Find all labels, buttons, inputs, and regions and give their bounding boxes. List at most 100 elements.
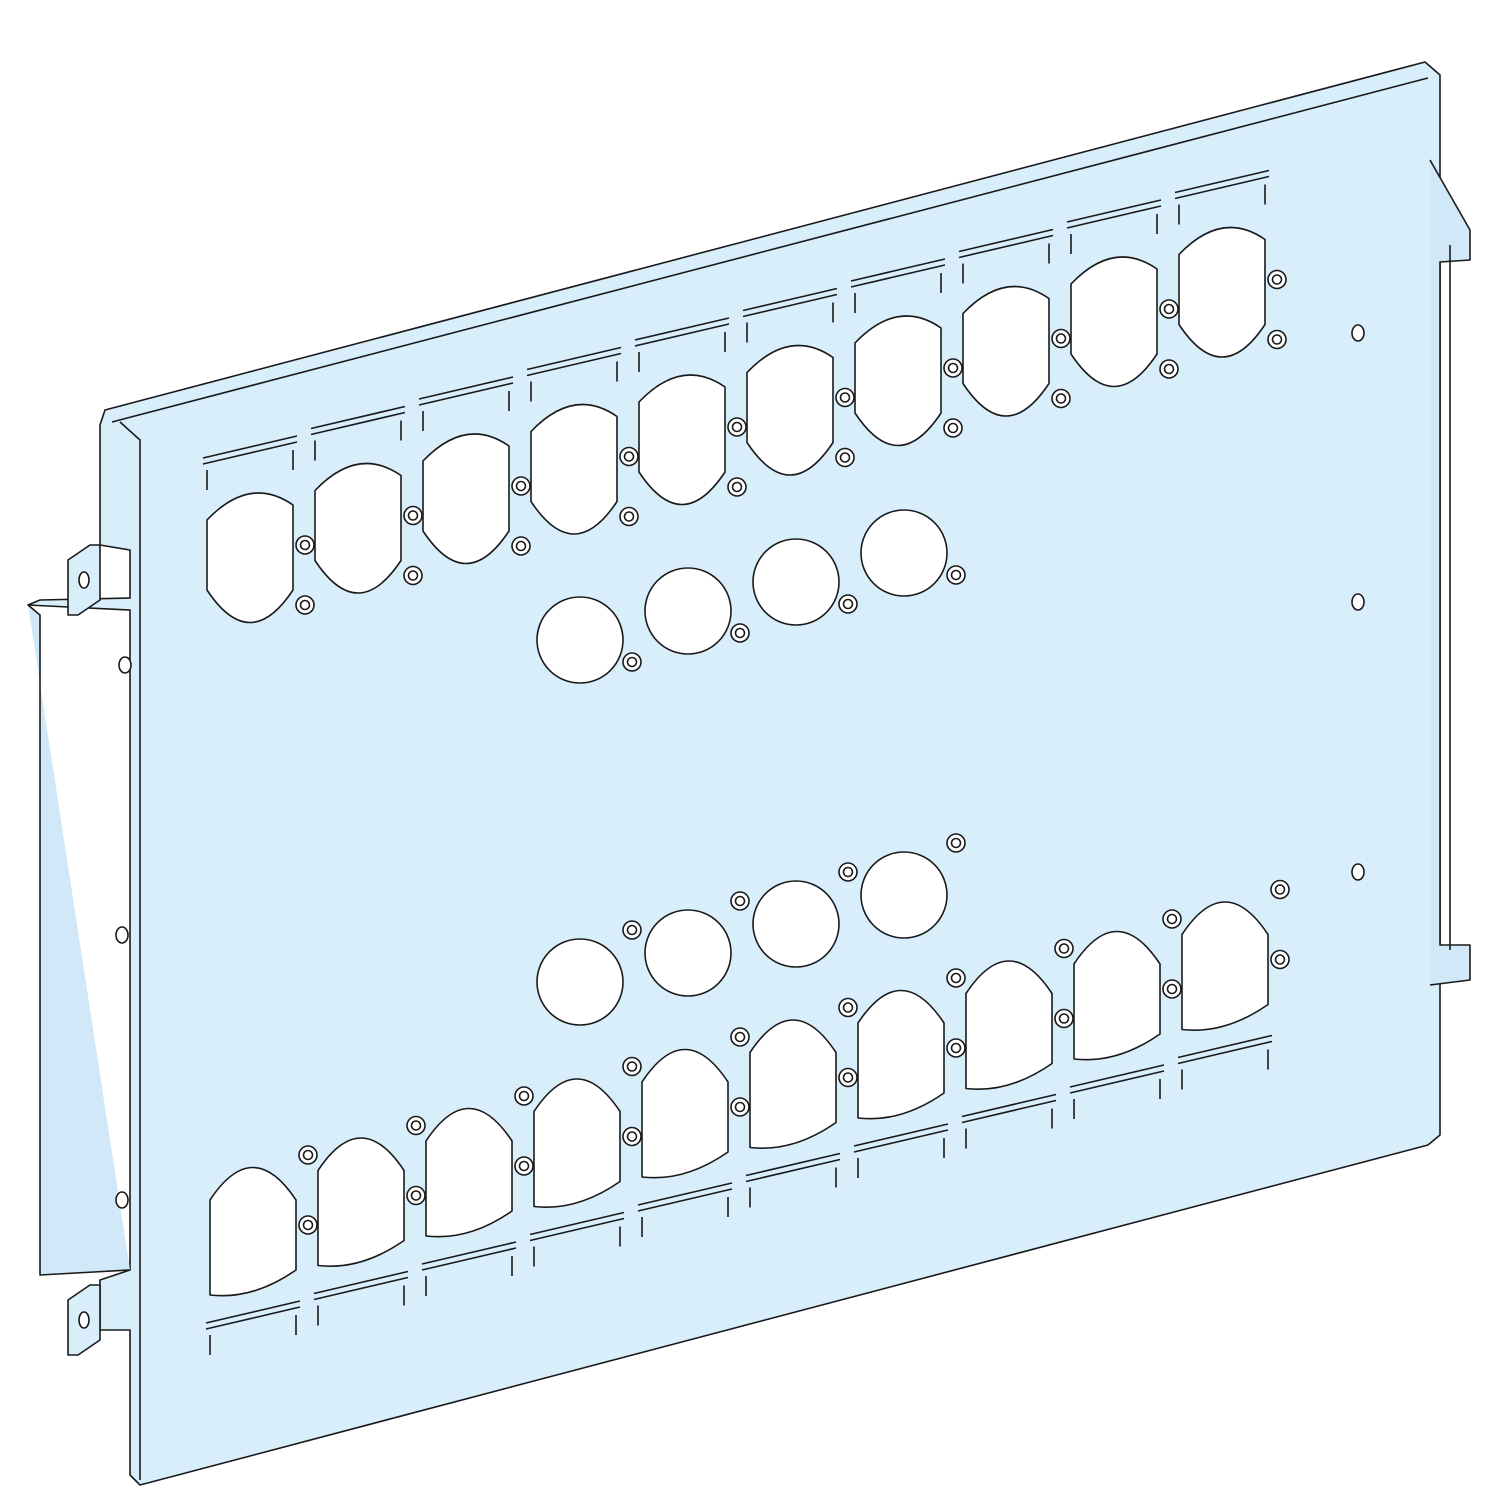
slot-frame-line [958, 234, 1054, 259]
lower-slot [1177, 901, 1273, 1090]
screw-ring [1270, 879, 1290, 900]
upper-round-cutout [860, 509, 948, 597]
slot-tick [1181, 1049, 1269, 1090]
lower-slot [529, 1078, 625, 1267]
slot-frame-line [313, 1276, 409, 1301]
lower-slot [421, 1107, 517, 1296]
upper-round-cutout [644, 567, 732, 655]
screw-ring [295, 595, 315, 615]
screw-hole [623, 451, 635, 462]
mounting-hole [1351, 324, 1365, 342]
slot-cutout [206, 492, 294, 624]
screw-hole [1163, 363, 1175, 375]
slot-cutout [638, 374, 726, 506]
screw-hole [842, 1002, 854, 1013]
screw-ring [1267, 329, 1287, 350]
screw-hole [842, 1072, 854, 1083]
screw-ring [295, 535, 315, 555]
left-fold-line [119, 421, 141, 1480]
screw-hole [410, 1190, 422, 1201]
screw-ring [403, 565, 423, 586]
screw-hole [1166, 983, 1178, 995]
slot-tick [317, 1285, 405, 1326]
screw-hole [839, 392, 851, 403]
lower-slot [205, 1166, 301, 1355]
slot-tick [1178, 184, 1266, 225]
screw-ring [730, 1027, 750, 1047]
slot-frame-line [310, 411, 406, 436]
upper-slot [1066, 199, 1162, 388]
slot-cutout [530, 403, 618, 535]
slot-tick [746, 302, 834, 343]
lower-round-cutout [860, 851, 948, 939]
slot-frame-line [958, 228, 1054, 253]
slot-cutout [746, 344, 834, 476]
screw-hole [299, 599, 311, 611]
right-flange [1429, 159, 1471, 986]
slot-frame-line [1174, 175, 1270, 200]
screw-hole [626, 1061, 638, 1072]
screw-ring [1159, 359, 1179, 379]
slot-cutout [317, 1137, 405, 1267]
slot-tick [533, 1226, 621, 1267]
screw-ring [619, 446, 639, 467]
slot-cutouts [202, 169, 1273, 1355]
slot-frame-line [1177, 1034, 1273, 1059]
slot-tick [638, 332, 726, 372]
slot-cutout [1178, 226, 1266, 358]
screw-hole [734, 1031, 746, 1043]
slot-frame-line [742, 287, 838, 312]
screw-hole [950, 1042, 962, 1054]
slot-frame-line [205, 1300, 301, 1324]
screw-hole [1166, 913, 1178, 925]
screw-ring [946, 565, 966, 585]
slot-cutout [209, 1166, 297, 1297]
screw-ring [1270, 949, 1290, 970]
lower-slot [637, 1048, 733, 1237]
upper-slot [1174, 169, 1270, 358]
screw-ring [403, 505, 423, 526]
screw-hole [1271, 274, 1283, 285]
screw-hole [947, 362, 959, 374]
screw-ring [1054, 938, 1074, 959]
screw-hole [626, 924, 638, 936]
upper-slot [418, 376, 514, 565]
screw-hole [1058, 943, 1070, 954]
screw-hole [1163, 303, 1175, 315]
slot-cutout [641, 1048, 729, 1179]
slot-cutout [1070, 256, 1158, 388]
screw-hole [1274, 954, 1286, 965]
screw-hole [626, 1131, 638, 1142]
screw-ring [730, 891, 750, 911]
slot-frame-line [202, 435, 298, 459]
screw-ring [619, 506, 639, 527]
screw-hole [842, 866, 854, 878]
slot-frame-line [421, 1247, 517, 1271]
slot-cutout [965, 960, 1053, 1090]
screw-hole [518, 1160, 530, 1172]
screw-ring [838, 862, 858, 882]
screw-ring [1054, 1008, 1074, 1029]
slot-tick [530, 361, 618, 402]
screw-ring [727, 477, 747, 497]
slot-frame-line [421, 1241, 517, 1265]
mounting-hole [115, 1191, 129, 1209]
upper-slot [634, 317, 730, 506]
screw-ring [406, 1115, 426, 1136]
upper-slot [850, 258, 946, 447]
screw-hole [1055, 333, 1067, 344]
upper-slot [202, 435, 298, 624]
slot-frame-line [1066, 199, 1162, 223]
slot-cutout [962, 285, 1050, 417]
lower-slot [961, 960, 1057, 1149]
screw-ring [946, 968, 966, 988]
screw-hole [1055, 393, 1067, 404]
screw-hole [1271, 334, 1283, 345]
slot-frame-line [310, 405, 406, 430]
slot-tick [965, 1108, 1053, 1149]
slot-frame-line [637, 1182, 733, 1206]
slot-frame-line [526, 346, 622, 371]
slot-frame-line [526, 352, 622, 377]
mounting-hole [115, 926, 129, 944]
screw-ring [511, 536, 531, 556]
